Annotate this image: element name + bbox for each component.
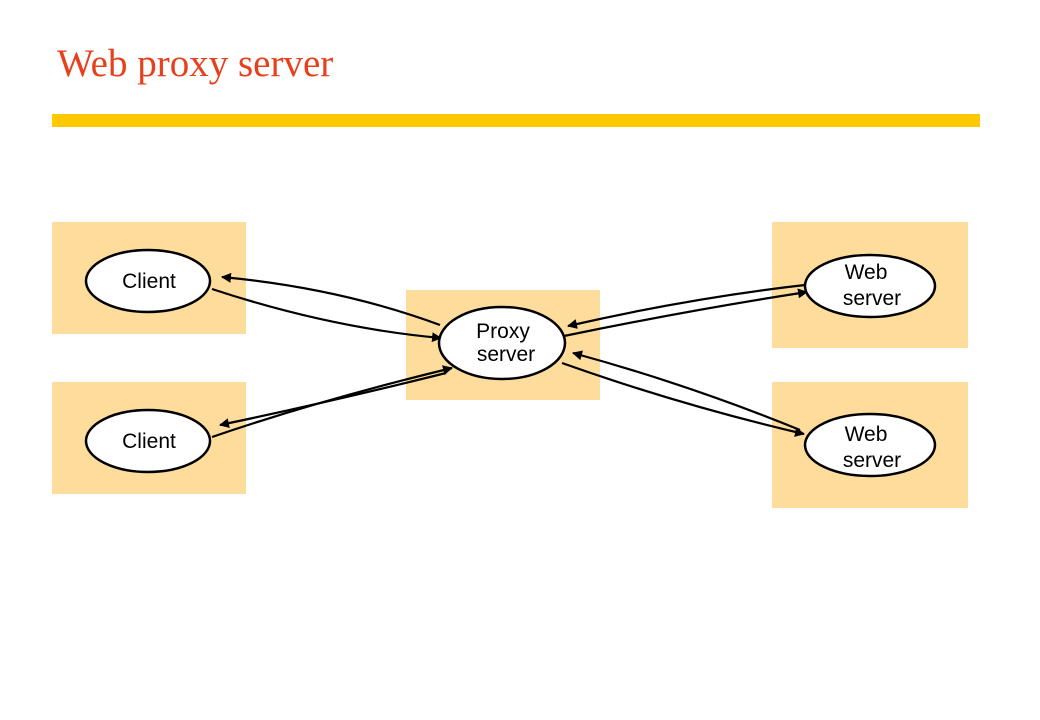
proxy-label-line-2: server <box>477 343 535 366</box>
title-rule <box>52 114 980 127</box>
web-server-1-label-line-1: Web <box>845 261 888 284</box>
web-server-2-label-line-2: server <box>843 449 901 472</box>
arrow-client-1-to-proxy <box>211 287 442 343</box>
arrow-proxy-to-client-1 <box>221 272 441 327</box>
arrow-proxy-to-web-server-2 <box>561 361 805 437</box>
proxy-label-line-1: Proxy <box>476 320 530 343</box>
client-2-label: Client <box>122 430 176 453</box>
client-2-node[interactable]: Client <box>84 408 212 474</box>
client-1-node[interactable]: Client <box>84 248 212 314</box>
connectors <box>211 272 808 439</box>
client-1-label: Client <box>122 270 176 293</box>
arrow-proxy-to-client-2 <box>219 371 447 429</box>
web-server-2-node[interactable]: Web server <box>803 412 937 478</box>
web-server-1-label-line-2: server <box>843 287 901 310</box>
web-server-1-node[interactable]: Web server <box>803 253 937 319</box>
proxy-server-node[interactable]: Proxy server <box>437 305 567 381</box>
arrow-web-server-2-to-proxy <box>572 350 801 432</box>
arrow-web-server-1-to-proxy <box>567 283 806 329</box>
slide-title: Web proxy server <box>57 42 334 85</box>
web-server-2-label-line-1: Web <box>845 423 888 446</box>
arrow-proxy-to-web-server-1 <box>563 288 808 338</box>
